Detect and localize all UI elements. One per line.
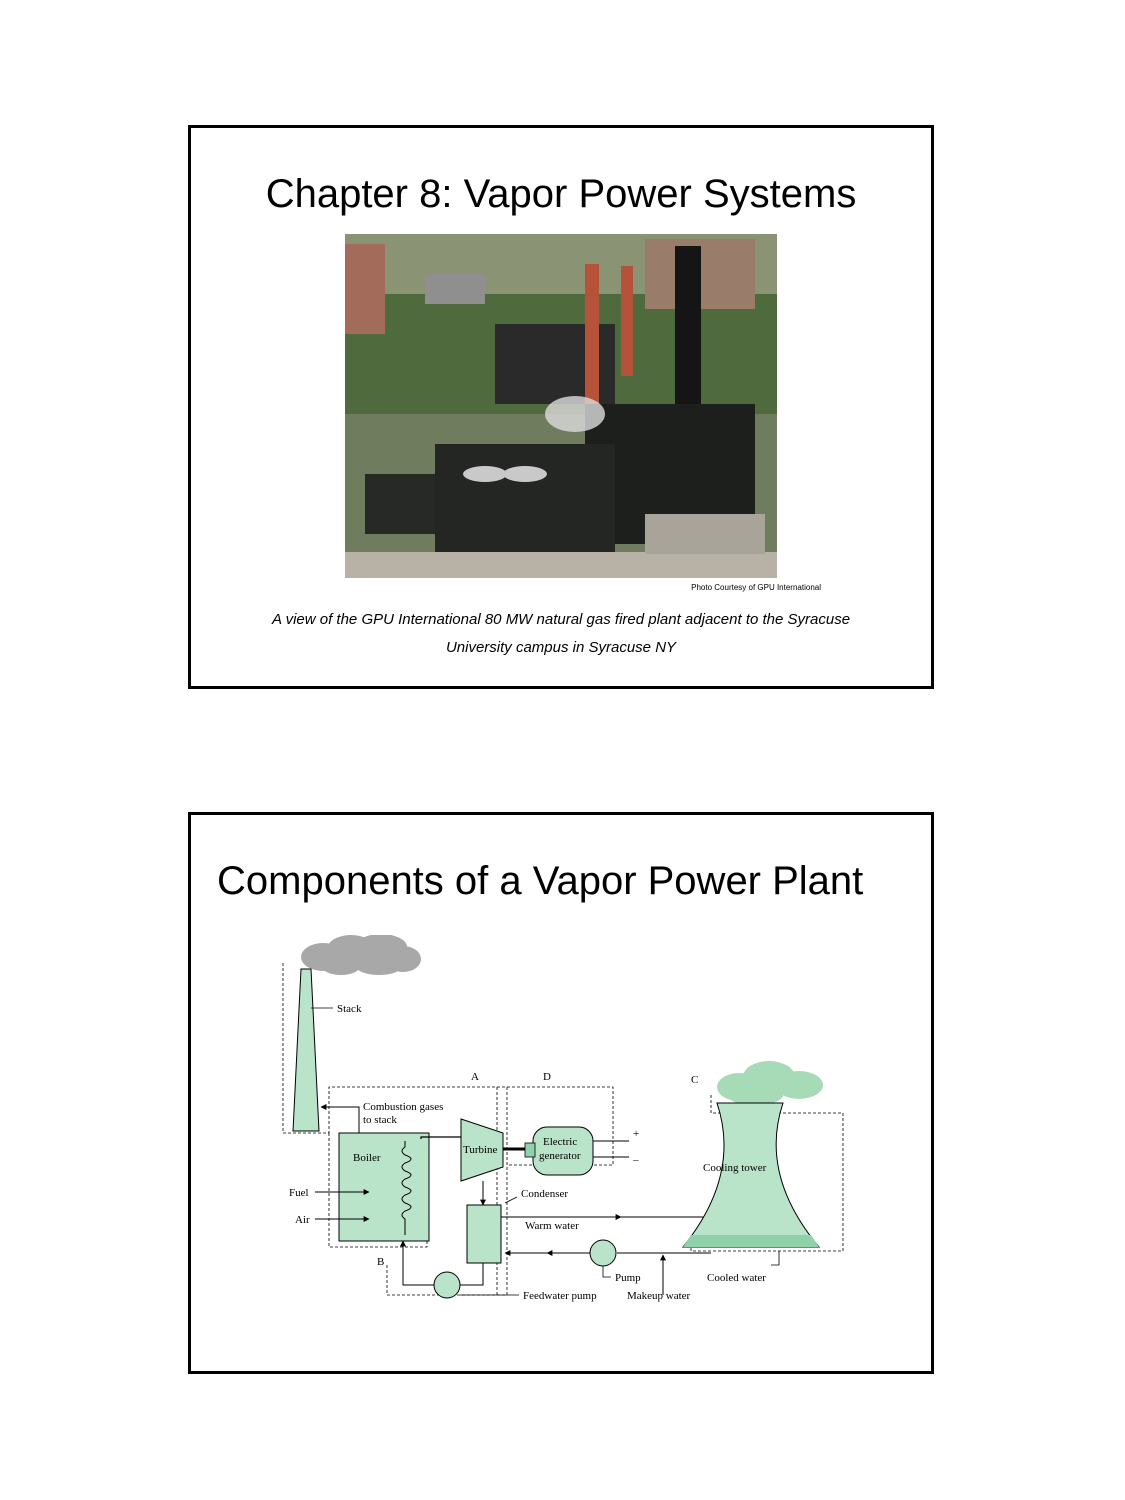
caption-line-1: A view of the GPU International 80 MW na…	[271, 611, 851, 628]
power-plant-photo	[345, 234, 777, 578]
boiler-coil	[401, 1141, 412, 1235]
stack-smoke	[301, 935, 421, 975]
turbine-label: Turbine	[463, 1144, 498, 1156]
feedwater-pump-label: Feedwater pump	[523, 1290, 597, 1302]
label-c: C	[691, 1074, 698, 1086]
cooling-tower: Cooling tower	[681, 1061, 823, 1248]
combustion-gases-label-1: Combustion gases	[363, 1101, 443, 1113]
makeup-water-label: Makeup water	[627, 1290, 691, 1302]
air-label: Air	[295, 1214, 310, 1226]
slide-2: Components of a Vapor Power Plant	[188, 812, 934, 1374]
generator-label-1: Electric	[543, 1136, 577, 1148]
terminal-minus: –	[632, 1154, 639, 1166]
cooled-water-label: Cooled water	[707, 1272, 766, 1284]
slide-2-title: Components of a Vapor Power Plant	[217, 859, 864, 903]
caption-line-2: University campus in Syracuse NY	[445, 639, 677, 656]
boiler-label: Boiler	[353, 1152, 381, 1164]
photo-caption: A view of the GPU International 80 MW na…	[211, 606, 911, 662]
stack	[292, 968, 320, 1132]
pump	[589, 1239, 617, 1267]
electric-generator: Electric generator	[524, 1126, 594, 1176]
label-d: D	[543, 1071, 551, 1083]
cooling-tower-label: Cooling tower	[703, 1162, 767, 1174]
combustion-gases-label-2: to stack	[363, 1114, 397, 1126]
condenser-label: Condenser	[521, 1188, 568, 1200]
photo-credit: Photo Courtesy of GPU International	[691, 583, 821, 592]
label-a: A	[471, 1071, 479, 1083]
slide-1-title: Chapter 8: Vapor Power Systems	[265, 172, 857, 216]
slide-1: Chapter 8: Vapor Power Systems Photo Cou…	[188, 125, 934, 689]
pump-label: Pump	[615, 1272, 641, 1284]
terminal-plus: +	[633, 1128, 639, 1140]
turbine	[460, 1118, 504, 1182]
boiler	[338, 1132, 430, 1242]
stack-label: Stack	[337, 1003, 362, 1015]
vapor-power-plant-diagram: A B C D Stack Combustion gases to stack …	[282, 935, 844, 1302]
generator-label-2: generator	[539, 1150, 581, 1162]
label-b: B	[377, 1256, 384, 1268]
condenser	[466, 1204, 502, 1264]
warm-water-label: Warm water	[525, 1220, 579, 1232]
feedwater-pump	[433, 1271, 461, 1299]
fuel-label: Fuel	[289, 1187, 309, 1199]
